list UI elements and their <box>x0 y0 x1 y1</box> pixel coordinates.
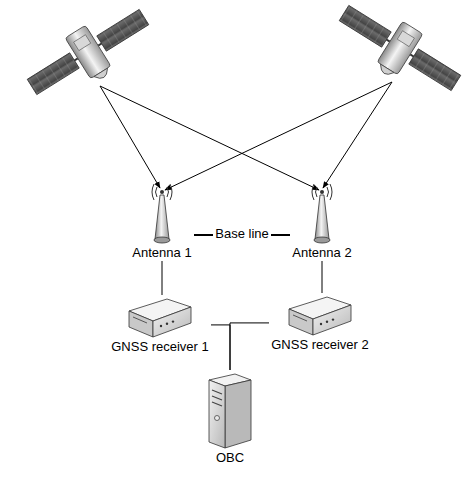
antenna-icon <box>310 183 334 245</box>
signal-line <box>323 82 392 188</box>
antenna: Antenna 2 <box>290 183 354 261</box>
antenna-symbol <box>312 184 332 243</box>
connector <box>230 323 269 370</box>
satellite-dish <box>377 64 394 78</box>
node-label: GNSS receiver 1 <box>109 339 211 355</box>
gnss-receiver: GNSS receiver 2 <box>269 293 371 353</box>
node-label: OBC <box>203 450 257 466</box>
on-board-computer-icon <box>205 370 255 450</box>
solar-panel <box>339 5 391 47</box>
signal-line <box>165 82 392 190</box>
node-label: Antenna 2 <box>290 245 354 261</box>
gnss-receiver-icon <box>287 293 353 337</box>
edge-label: Base line <box>213 226 270 241</box>
on-board-computer: OBC <box>203 370 257 466</box>
satellite <box>19 0 160 112</box>
solar-panel <box>97 9 149 51</box>
receiver-symbol <box>289 297 351 335</box>
antenna-symbol <box>152 184 172 243</box>
satellite-dish <box>94 68 111 82</box>
connector <box>162 261 163 295</box>
signal-line <box>100 86 160 188</box>
connector <box>322 261 323 293</box>
signal-lines <box>100 82 392 190</box>
antenna: Antenna 1 <box>130 183 194 261</box>
gnss-receiver-icon <box>127 295 193 339</box>
antenna-icon <box>150 183 174 245</box>
receiver-symbol <box>129 299 191 337</box>
satellite <box>328 0 469 108</box>
solar-panel <box>27 53 79 95</box>
node-label: Antenna 1 <box>130 245 194 261</box>
signal-line <box>100 86 319 190</box>
gnss-receiver: GNSS receiver 1 <box>109 295 211 355</box>
connector <box>211 325 230 370</box>
computer-symbol <box>209 374 251 448</box>
solar-panel <box>409 49 461 91</box>
node-label: GNSS receiver 2 <box>269 337 371 353</box>
